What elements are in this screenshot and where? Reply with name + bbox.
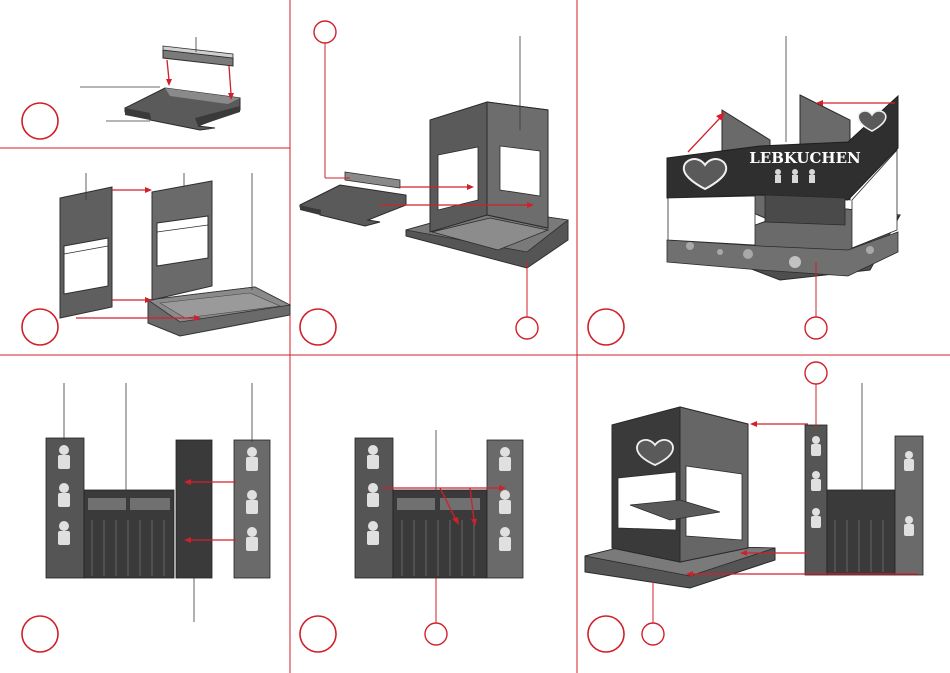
step-7-callout-top <box>805 362 827 384</box>
step-4-sign-title: LEBKUCHEN <box>749 149 861 167</box>
step-6-callout-bottom <box>425 623 447 645</box>
step-2-number-circle <box>22 309 58 345</box>
step-5-diagram <box>22 383 270 652</box>
step-1-diagram <box>22 37 240 139</box>
step-3-diagram <box>300 21 568 345</box>
step-4-diagram: LEBKUCHEN <box>588 36 900 345</box>
step-6-number-circle <box>300 616 336 652</box>
step-3-number-circle <box>300 309 336 345</box>
step-7-diagram <box>585 362 923 652</box>
step-4-number-circle <box>588 309 624 345</box>
step-3-callout-top <box>314 21 336 43</box>
step-3-callout-bottom <box>516 317 538 339</box>
step-4-callout-bottom <box>805 317 827 339</box>
step-7-back-scene-panel <box>827 490 895 575</box>
step-6-diagram <box>300 430 523 652</box>
step-7-callout-bottom <box>642 623 664 645</box>
step-5-pillar-panel <box>176 440 212 578</box>
step-5-number-circle <box>22 616 58 652</box>
step-7-number-circle <box>588 616 624 652</box>
step-2-diagram <box>22 173 290 345</box>
step-1-number-circle <box>22 103 58 139</box>
